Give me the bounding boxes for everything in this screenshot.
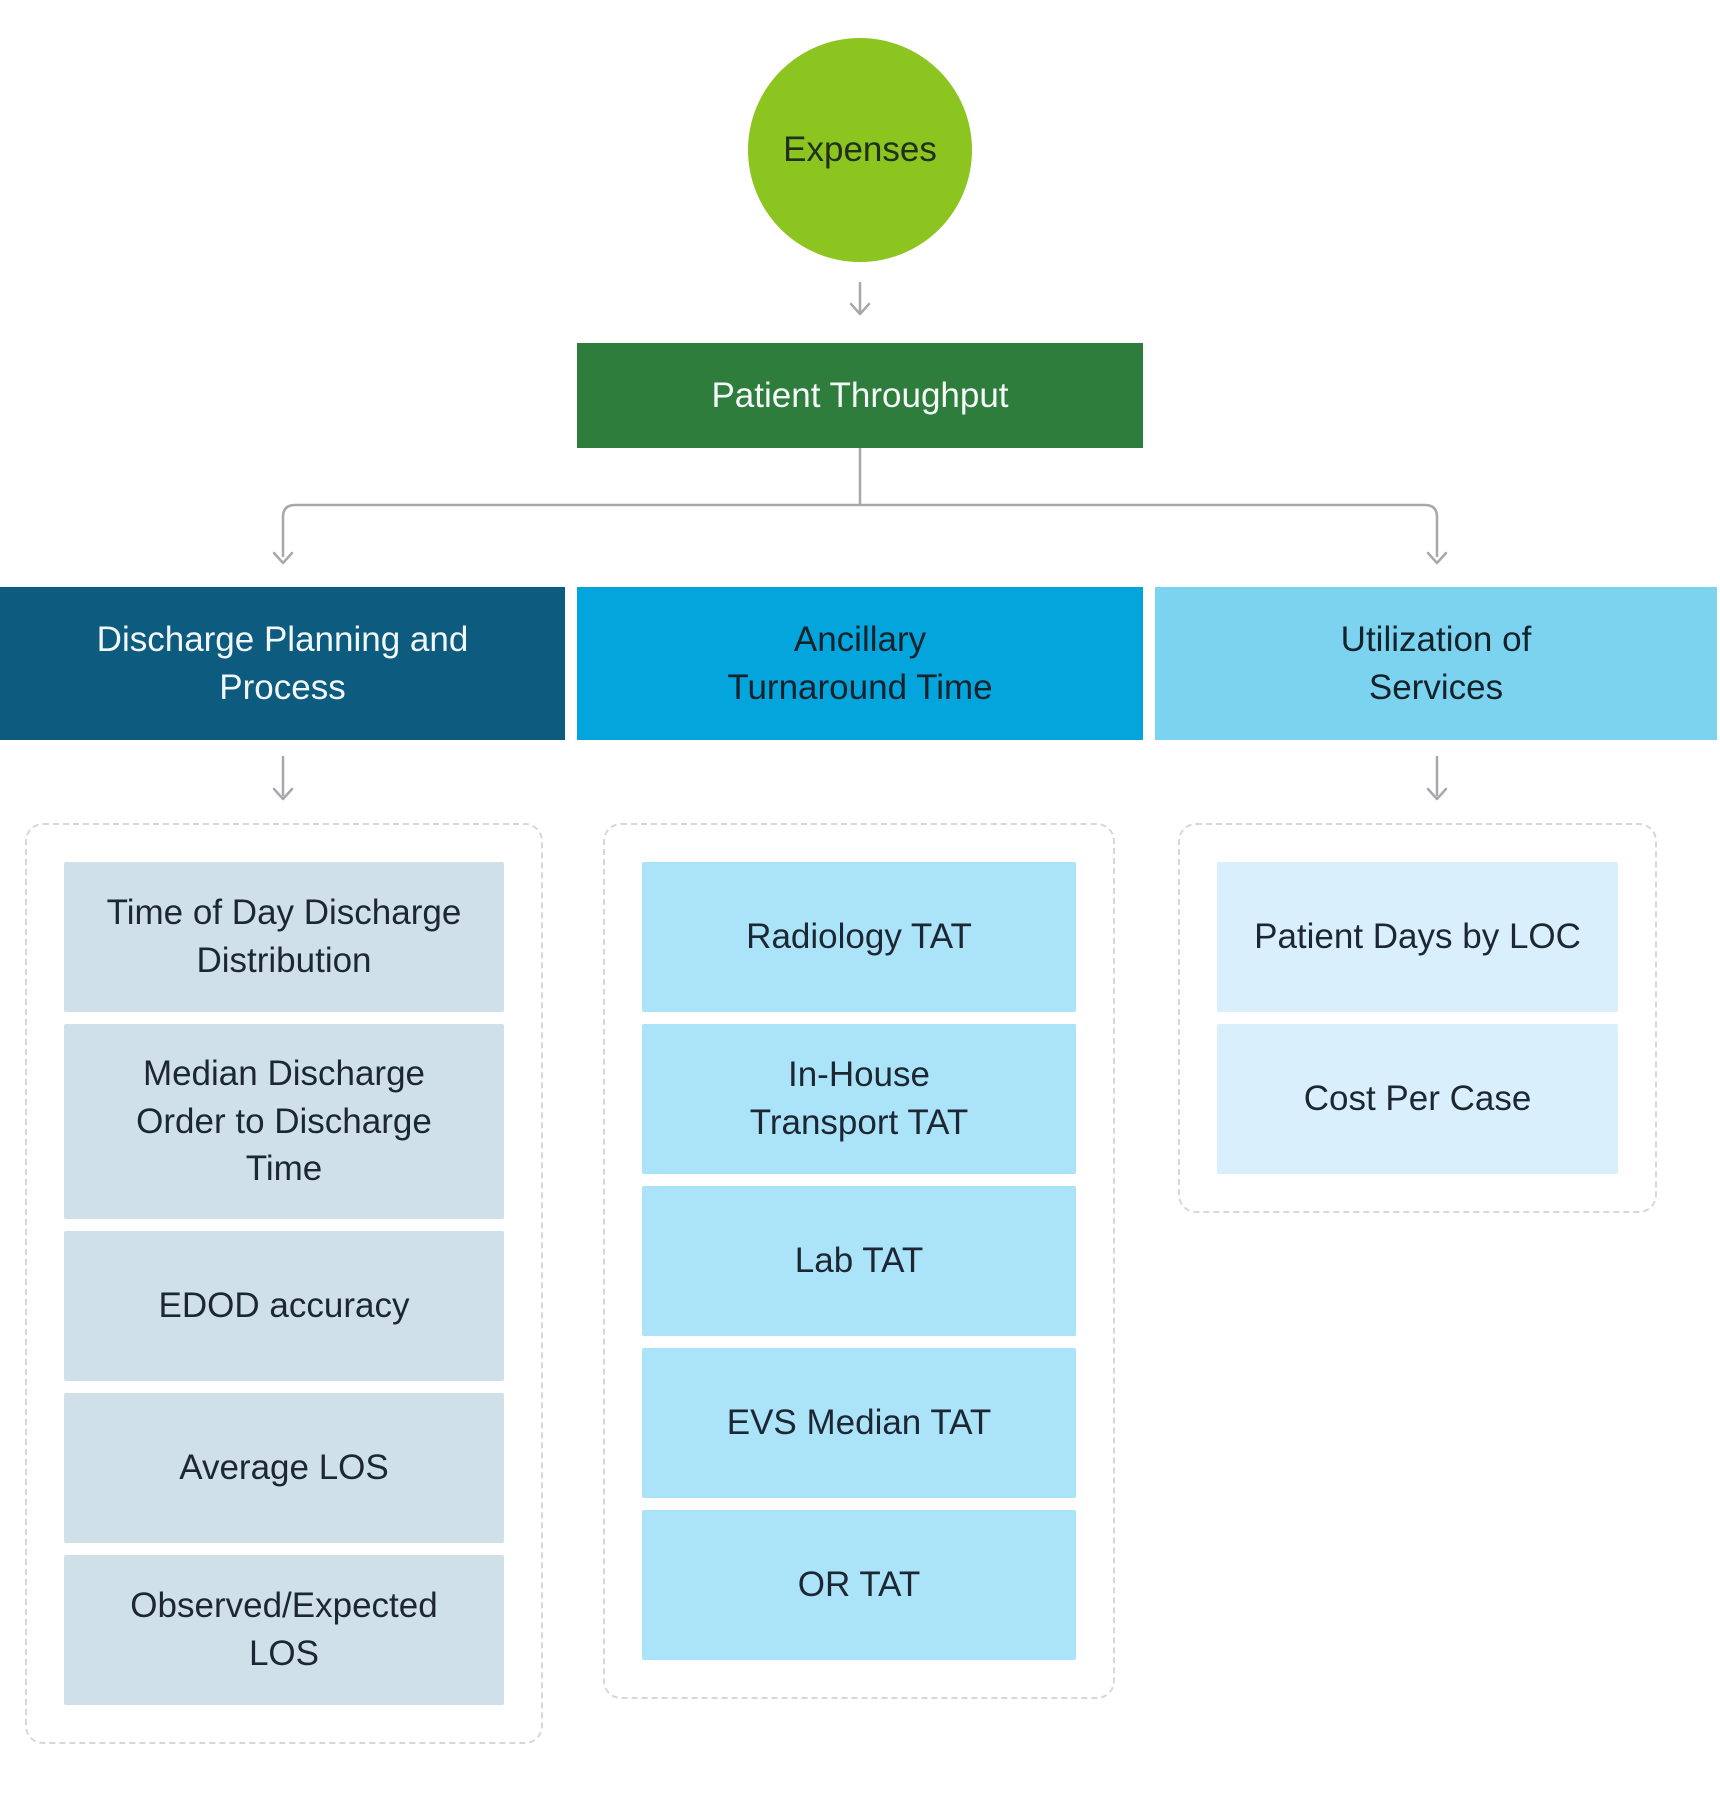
node-patient-days-by-loc: Patient Days by LOC <box>1217 862 1618 1012</box>
node-time-of-day-discharge: Time of Day Discharge Distribution <box>64 862 504 1012</box>
node-evs-median-tat: EVS Median TAT <box>642 1348 1076 1498</box>
discharge-planning-group: Time of Day Discharge Distribution Media… <box>25 823 543 1744</box>
node-patient-throughput: Patient Throughput <box>577 343 1143 448</box>
node-observed-expected-los: Observed/Expected LOS <box>64 1554 504 1705</box>
branch-right-arrowhead <box>1426 551 1448 565</box>
node-in-house-transport-tat: In-House Transport TAT <box>642 1024 1076 1174</box>
node-discharge-planning-header: Discharge Planning and Process <box>0 587 565 740</box>
node-expenses: Expenses <box>748 38 972 262</box>
node-lab-tat: Lab TAT <box>642 1186 1076 1336</box>
node-median-discharge-order: Median Discharge Order to Discharge Time <box>64 1024 504 1219</box>
node-radiology-tat: Radiology TAT <box>642 862 1076 1012</box>
node-average-los: Average LOS <box>64 1392 504 1543</box>
node-or-tat: OR TAT <box>642 1510 1076 1660</box>
node-expenses-label: Expenses <box>783 130 937 170</box>
node-ancillary-tat-header: Ancillary Turnaround Time <box>577 587 1143 740</box>
node-ancillary-tat-label: Ancillary Turnaround Time <box>727 619 993 707</box>
ancillary-tat-group: Radiology TAT In-House Transport TAT Lab… <box>603 823 1115 1699</box>
node-utilization-label: Utilization of Services <box>1340 619 1532 707</box>
node-edod-accuracy: EDOD accuracy <box>64 1230 504 1381</box>
arrow-utilization-to-group-head <box>1426 787 1448 801</box>
node-discharge-planning-label: Discharge Planning and Process <box>96 619 469 707</box>
arrow-discharge-to-group-head <box>272 787 294 801</box>
branch-left-arrowhead <box>272 551 294 565</box>
branch-trunk <box>281 503 1439 558</box>
arrow-expenses-to-throughput-head <box>849 302 871 316</box>
node-patient-throughput-label: Patient Throughput <box>711 375 1009 415</box>
node-cost-per-case: Cost Per Case <box>1217 1024 1618 1174</box>
utilization-group: Patient Days by LOC Cost Per Case <box>1178 823 1657 1213</box>
node-utilization-header: Utilization of Services <box>1155 587 1717 740</box>
